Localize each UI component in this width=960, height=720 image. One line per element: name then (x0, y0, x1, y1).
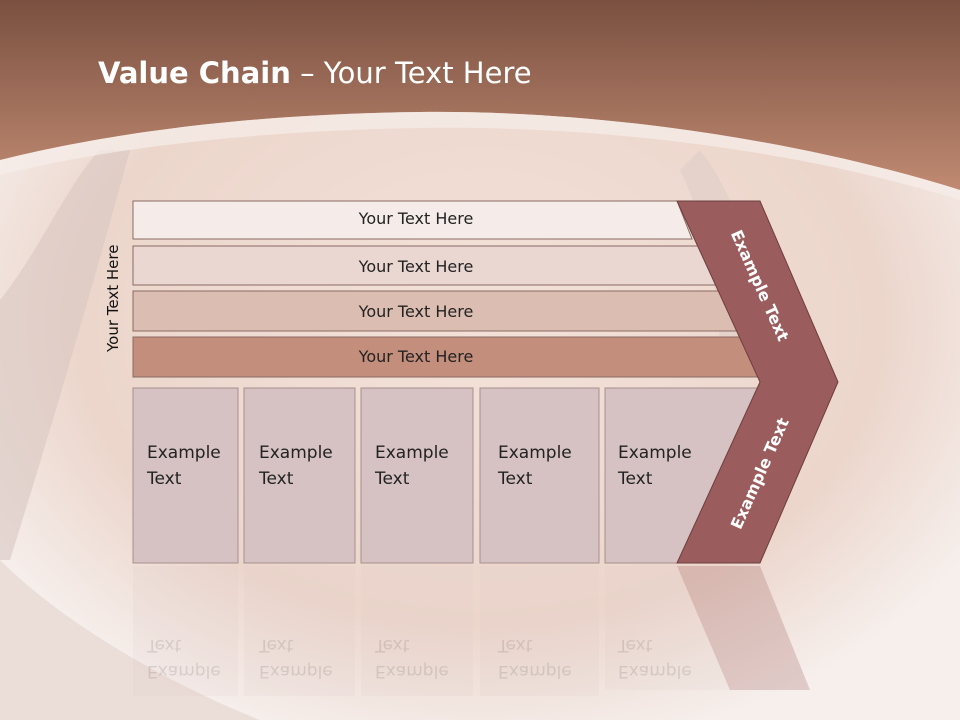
row-label-3: Your Text Here (358, 302, 474, 321)
row-label-4: Your Text Here (358, 347, 474, 366)
slide-title: Value Chain – Your Text Here (98, 56, 532, 90)
box-4 (479, 387, 600, 564)
row-bar-1 (132, 200, 693, 240)
row-label-2: Your Text Here (358, 257, 474, 276)
row-label-1: Your Text Here (358, 209, 474, 228)
box-2 (243, 387, 356, 564)
box-3 (360, 387, 474, 564)
chevron-arrow (676, 200, 839, 564)
box-1 (132, 387, 239, 564)
